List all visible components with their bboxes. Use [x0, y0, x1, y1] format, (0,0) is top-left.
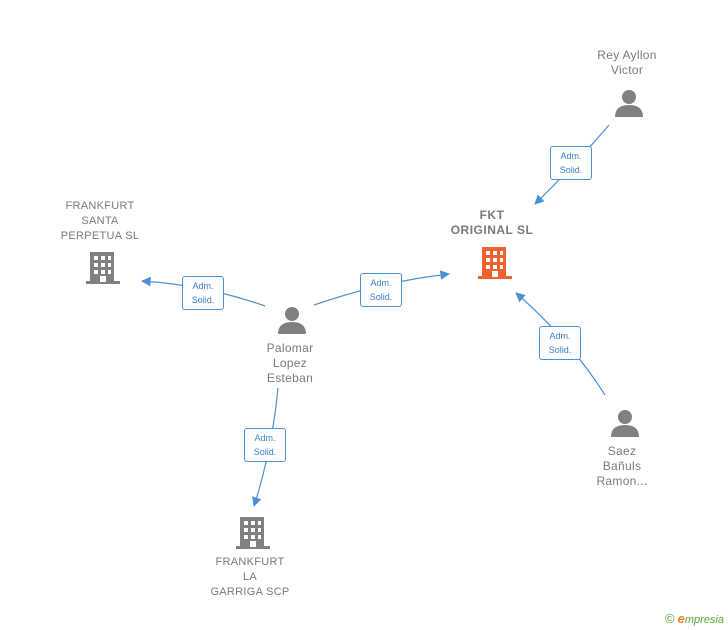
person-icon-saez[interactable] [610, 408, 640, 438]
edge-badge-line2: Solid. [559, 165, 583, 175]
edge-badge-saez[interactable]: Adm. Solid. [539, 326, 581, 360]
edge-badge-line1: Adm. [560, 151, 582, 161]
node-frankfurt-garriga-label[interactable]: FRANKFURT LA GARRIGA SCP [210, 556, 290, 598]
node-palomar-label[interactable]: Palomar Lopez Esteban [266, 341, 314, 385]
building-icon-garriga[interactable] [236, 514, 270, 550]
edge-badge-line2: Solid. [548, 345, 572, 355]
edge-badge-line1: Adm. [192, 281, 214, 291]
node-saez-label[interactable]: Saez Bañuls Ramon... [596, 444, 648, 488]
edge-badge-line2: Solid. [253, 447, 277, 457]
brand-name: mpresia [684, 614, 724, 626]
edge-badge-rey[interactable]: Adm. Solid. [550, 146, 592, 180]
person-icon-rey[interactable] [614, 88, 644, 118]
edge-badge-palomar-fkt[interactable]: Adm. Solid. [360, 273, 402, 307]
building-icon-santa[interactable] [86, 249, 120, 285]
edge-badge-line2: Solid. [191, 295, 215, 305]
brand-initial: e [677, 611, 685, 626]
copyright-symbol: © [665, 611, 675, 626]
node-frankfurt-santa-label[interactable]: FRANKFURT SANTA PERPETUA SL [60, 200, 140, 242]
edge-badge-palomar-santa[interactable]: Adm. Solid. [182, 276, 224, 310]
edge-badge-line1: Adm. [370, 278, 392, 288]
edge-badge-line1: Adm. [254, 433, 276, 443]
node-rey-ayllon-label[interactable]: Rey Ayllon Victor [597, 48, 657, 77]
brand-footer: ©empresia [665, 611, 724, 626]
edge-badge-palomar-garriga[interactable]: Adm. Solid. [244, 428, 286, 462]
person-icon-palomar[interactable] [277, 305, 307, 335]
edge-badge-line1: Adm. [549, 331, 571, 341]
building-icon-main[interactable] [478, 244, 512, 280]
node-fkt-original-label[interactable]: FKT ORIGINAL SL [450, 208, 534, 237]
edge-badge-line2: Solid. [369, 292, 393, 302]
